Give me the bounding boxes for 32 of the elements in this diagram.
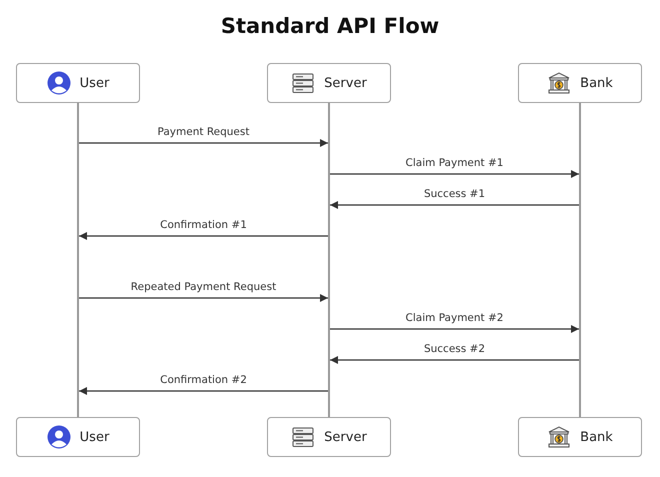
message-arrow xyxy=(79,387,328,395)
message-arrow xyxy=(79,139,328,147)
lifeline xyxy=(579,103,581,417)
participant-box xyxy=(16,63,140,103)
participant-box xyxy=(267,63,391,103)
lifeline xyxy=(77,103,79,417)
message-arrow xyxy=(330,170,579,178)
participant-box xyxy=(518,417,642,457)
participant-label: Server xyxy=(324,430,367,444)
participant-label: Bank xyxy=(580,430,613,444)
participant-label: Server xyxy=(324,76,367,90)
participant-box xyxy=(16,417,140,457)
edge-label: Success #1 xyxy=(422,188,488,200)
edge-label: Confirmation #2 xyxy=(158,374,249,386)
message-arrow xyxy=(79,232,328,240)
edge-label: Success #2 xyxy=(422,343,488,355)
edge-label: Repeated Payment Request xyxy=(128,281,278,293)
edge-label: Claim Payment #1 xyxy=(404,157,506,169)
participant-box xyxy=(267,417,391,457)
edge-label: Confirmation #1 xyxy=(158,219,249,231)
edge-label: Payment Request xyxy=(156,126,252,138)
message-arrow xyxy=(79,294,328,302)
edge-label: Claim Payment #2 xyxy=(404,312,506,324)
message-arrow xyxy=(330,356,579,364)
participant-box xyxy=(518,63,642,103)
title: Standard API Flow xyxy=(220,14,440,38)
lifeline xyxy=(328,103,330,417)
participant-label: User xyxy=(80,76,110,90)
participant-label: Bank xyxy=(580,76,613,90)
message-arrow xyxy=(330,325,579,333)
message-arrow xyxy=(330,201,579,209)
participant-label: User xyxy=(80,430,110,444)
